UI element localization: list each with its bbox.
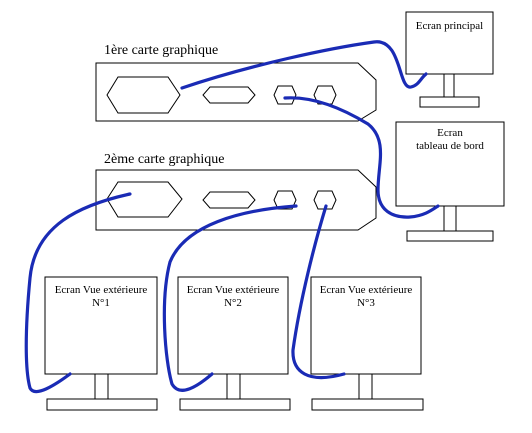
screen-ext-1-neck xyxy=(94,373,109,400)
screen-ext-1-label-line-2: N°1 xyxy=(92,297,110,309)
screen-main-frame xyxy=(405,11,494,75)
card-2-port-a xyxy=(273,190,297,210)
card-1-title: 1ère carte graphique xyxy=(104,43,219,58)
screen-dashboard-frame xyxy=(395,121,505,207)
screen-main-neck xyxy=(443,73,455,98)
screen-ext-2 xyxy=(177,276,291,411)
cable-card1-to-main xyxy=(180,40,428,90)
cable-card1-to-dashboard xyxy=(283,96,440,219)
screen-main xyxy=(405,11,494,108)
card-2-dvi-port xyxy=(106,181,183,218)
screen-ext-1-label-line-1: Ecran Vue extérieure xyxy=(54,284,148,296)
screen-ext-2-label-line-2: N°2 xyxy=(224,297,242,309)
screen-ext-1 xyxy=(44,276,158,411)
screen-dashboard-neck xyxy=(443,205,457,232)
screen-ext-3-base xyxy=(311,398,424,411)
screen-ext-1-base xyxy=(46,398,158,411)
screen-dashboard xyxy=(395,121,505,242)
card-2-title: 2ème carte graphique xyxy=(104,152,225,167)
screen-dashboard-label: Ecran tableau de bord xyxy=(396,127,504,153)
screen-ext-2-base xyxy=(179,398,291,411)
screen-ext-1-label: Ecran Vue extérieure N°1 xyxy=(45,284,157,310)
cable-card2-to-ext1 xyxy=(24,192,132,394)
screen-dashboard-label-line-2: tableau de bord xyxy=(416,140,484,152)
screen-dashboard-base xyxy=(406,230,494,242)
card-2-port-b xyxy=(313,190,337,210)
screen-main-label-line-1: Ecran principal xyxy=(415,20,484,32)
card-1-vga-port xyxy=(202,86,256,104)
screen-main-base xyxy=(419,96,480,108)
graphics-card-1 xyxy=(95,62,377,122)
card-1-port-a xyxy=(273,85,297,105)
screen-ext-3-label-line-2: N°3 xyxy=(357,297,375,309)
card-1-dvi-port xyxy=(106,76,181,114)
screen-ext-3 xyxy=(310,276,424,411)
screen-ext-3-label: Ecran Vue extérieure N°3 xyxy=(311,284,421,310)
card-1-port-b xyxy=(313,85,337,105)
screen-dashboard-label-line-1: Ecran xyxy=(437,127,463,139)
screen-ext-2-frame xyxy=(177,276,289,375)
screen-ext-2-label: Ecran Vue extérieure N°2 xyxy=(178,284,288,310)
screen-ext-2-label-line-1: Ecran Vue extérieure xyxy=(186,284,280,296)
screen-ext-1-frame xyxy=(44,276,158,375)
screen-main-label: Ecran principal xyxy=(406,20,493,33)
card-2-vga-port xyxy=(202,191,256,209)
screen-ext-2-neck xyxy=(226,373,241,400)
cable-card2-to-ext3 xyxy=(291,204,346,380)
screen-ext-3-neck xyxy=(358,373,373,400)
graphics-card-2 xyxy=(95,169,377,231)
screen-ext-3-label-line-1: Ecran Vue extérieure xyxy=(319,284,413,296)
cable-card2-to-ext2 xyxy=(162,204,298,392)
